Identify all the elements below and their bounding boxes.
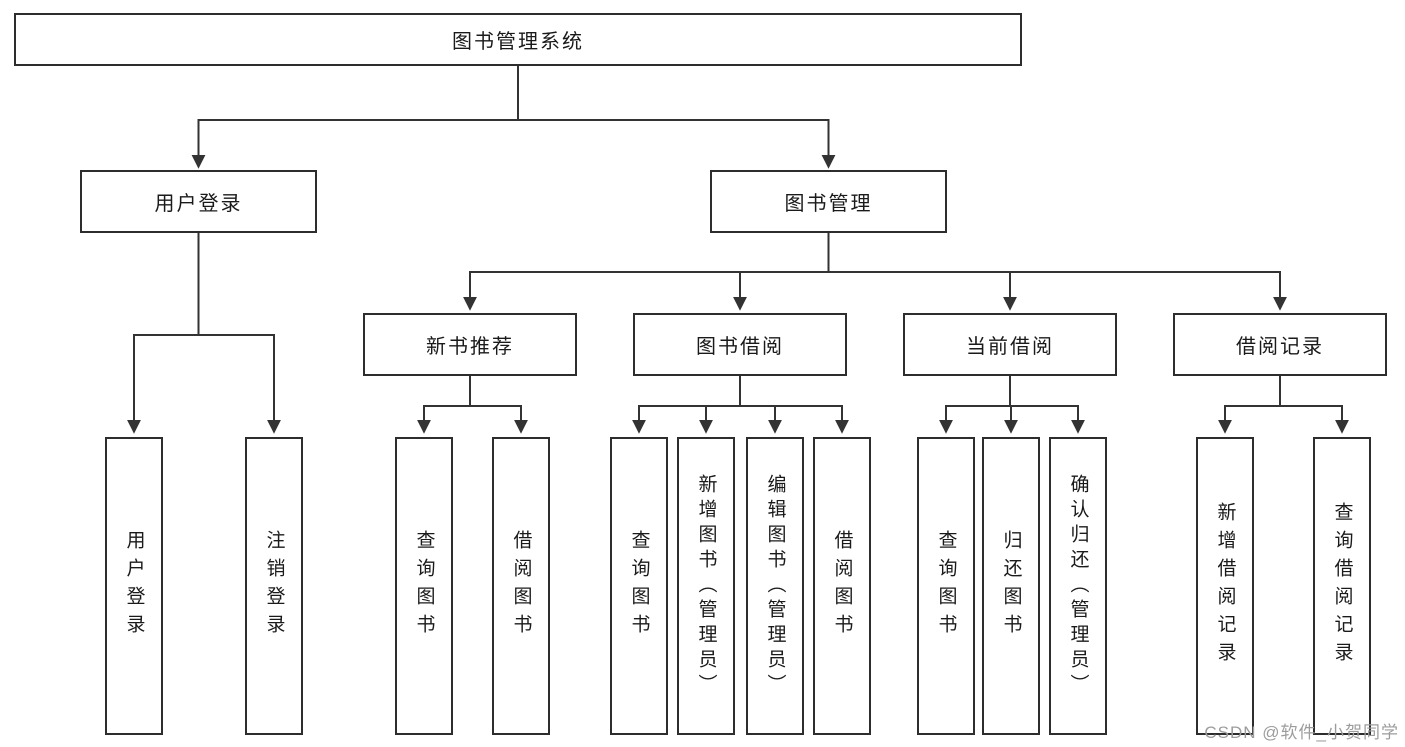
node-book-management-label: 图书管理 bbox=[784, 193, 873, 215]
node-user-login: 用户登录 bbox=[80, 170, 317, 233]
node-borrow-records-label: 借阅记录 bbox=[1236, 336, 1324, 358]
leaf-query-borrow-record: 查询借阅记录 bbox=[1313, 437, 1371, 735]
leaf-label: 查询借阅记录 bbox=[1331, 502, 1353, 670]
leaf-borrow-books-recommend: 借阅图书 bbox=[492, 437, 550, 735]
leaf-return-books: 归还图书 bbox=[982, 437, 1040, 735]
leaf-logout: 注销登录 bbox=[245, 437, 303, 735]
watermark-text: CSDN @软件_小贺同学 bbox=[1204, 723, 1399, 742]
leaf-query-books-current: 查询图书 bbox=[917, 437, 975, 735]
leaf-label: 用户登录 bbox=[123, 530, 145, 642]
leaf-add-borrow-record: 新增借阅记录 bbox=[1196, 437, 1254, 735]
node-root: 图书管理系统 bbox=[14, 13, 1022, 66]
leaf-label: 新增图书（管理员） bbox=[695, 473, 717, 699]
connector-userlogin-trunk bbox=[134, 233, 274, 336]
node-new-book-recommend-label: 新书推荐 bbox=[426, 336, 514, 358]
leaf-query-books-borrow: 查询图书 bbox=[610, 437, 668, 735]
leaf-label: 查询图书 bbox=[413, 530, 435, 642]
leaf-add-books-admin: 新增图书（管理员） bbox=[677, 437, 735, 735]
node-borrow-records: 借阅记录 bbox=[1173, 313, 1387, 376]
leaf-label: 确认归还（管理员） bbox=[1067, 473, 1089, 699]
leaf-label: 借阅图书 bbox=[510, 530, 532, 642]
connector-newbooks-trunk bbox=[424, 376, 521, 407]
leaf-query-books-recommend: 查询图书 bbox=[395, 437, 453, 735]
leaf-user-login: 用户登录 bbox=[105, 437, 163, 735]
connector-bookmgmt-trunk bbox=[470, 233, 1280, 273]
connector-current-trunk bbox=[946, 376, 1078, 407]
node-user-login-label: 用户登录 bbox=[154, 193, 243, 215]
leaf-edit-books-admin: 编辑图书（管理员） bbox=[746, 437, 804, 735]
node-current-borrow: 当前借阅 bbox=[903, 313, 1117, 376]
connector-borrow-trunk bbox=[639, 376, 842, 407]
leaf-borrow-books: 借阅图书 bbox=[813, 437, 871, 735]
connector-root-trunk bbox=[198, 66, 829, 121]
leaf-label: 新增借阅记录 bbox=[1214, 502, 1236, 670]
node-new-book-recommend: 新书推荐 bbox=[363, 313, 577, 376]
leaf-label: 借阅图书 bbox=[831, 530, 853, 642]
leaf-label: 注销登录 bbox=[263, 530, 285, 642]
node-book-borrow: 图书借阅 bbox=[633, 313, 847, 376]
leaf-label: 查询图书 bbox=[935, 530, 957, 642]
leaf-confirm-return-admin: 确认归还（管理员） bbox=[1049, 437, 1107, 735]
node-book-borrow-label: 图书借阅 bbox=[696, 336, 784, 358]
node-current-borrow-label: 当前借阅 bbox=[966, 336, 1054, 358]
node-root-label: 图书管理系统 bbox=[452, 31, 584, 53]
connector-records-trunk bbox=[1225, 376, 1342, 407]
leaf-label: 查询图书 bbox=[628, 530, 650, 642]
node-book-management: 图书管理 bbox=[710, 170, 947, 233]
leaf-label: 编辑图书（管理员） bbox=[764, 473, 786, 699]
leaf-label: 归还图书 bbox=[1000, 530, 1022, 642]
